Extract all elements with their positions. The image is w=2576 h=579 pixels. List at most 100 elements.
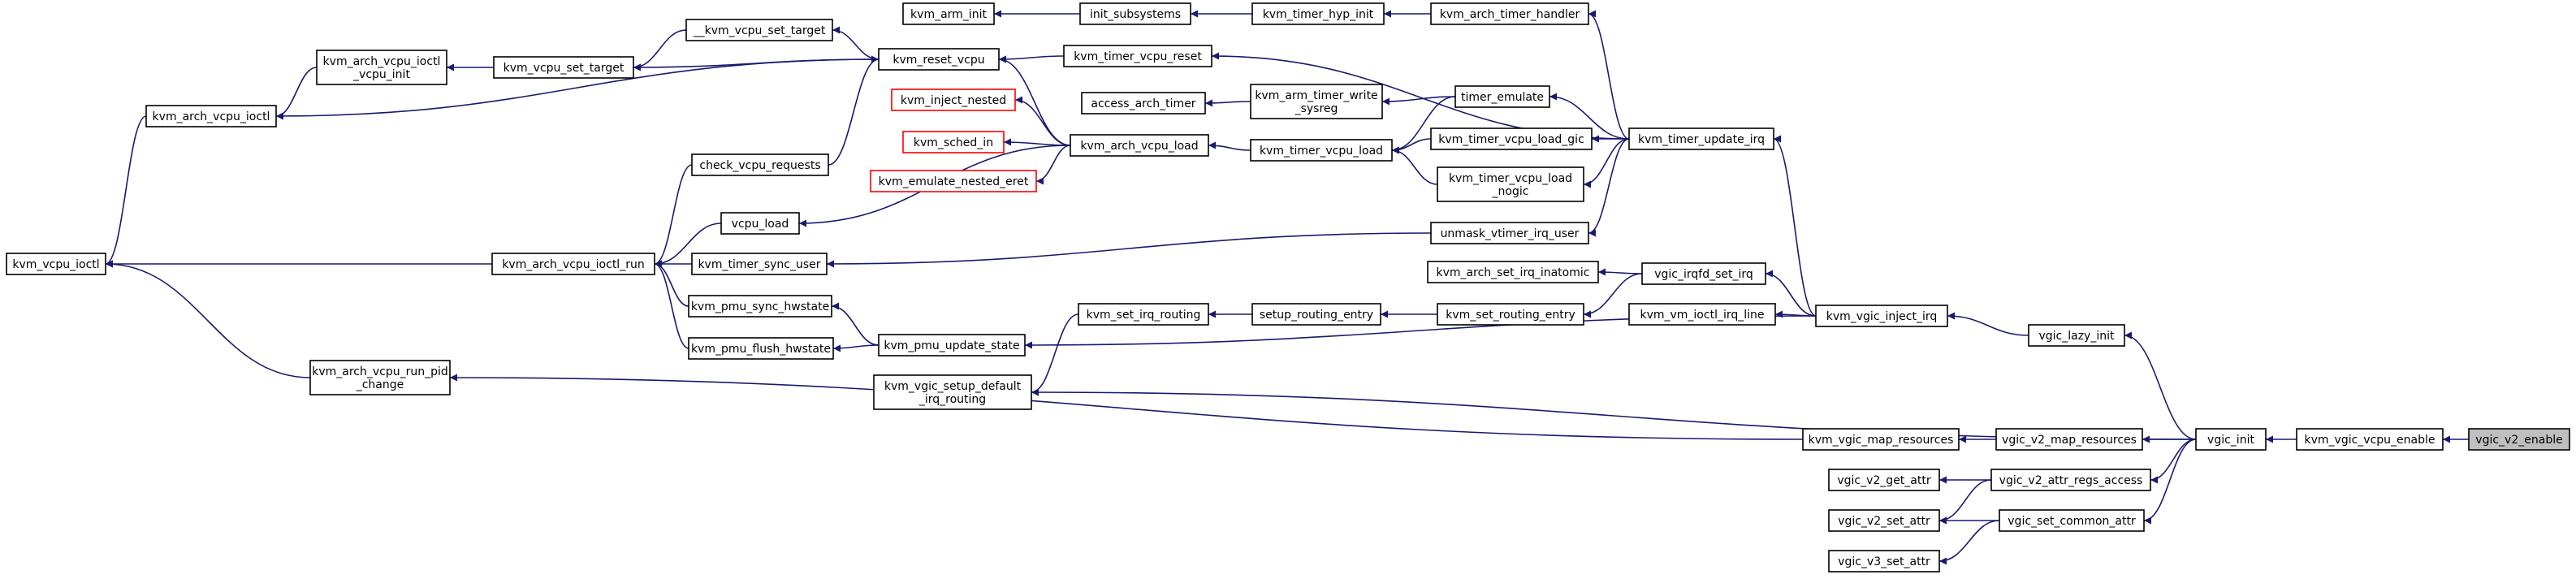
- node-kvm-vcpu-set-target[interactable]: kvm_vcpu_set_target: [493, 56, 634, 79]
- node-box: [316, 50, 447, 85]
- node-label: kvm_vcpu_set_target: [504, 62, 625, 75]
- node-label: kvm_timer_vcpu_load_gic: [1438, 133, 1584, 146]
- node-kvm-set-irq-routing[interactable]: kvm_set_irq_routing: [1078, 303, 1209, 326]
- node-box: [891, 89, 1016, 111]
- node-kvm-timer-update-irq[interactable]: kvm_timer_update_irq: [1628, 127, 1774, 150]
- edge-vgic-v2-attr-regs-access-to-vgic-v2-set-attr: [1938, 479, 1992, 525]
- node-kvm-arch-vcpu-load[interactable]: kvm_arch_vcpu_load: [1070, 134, 1209, 157]
- edge-arrow: [1765, 270, 1817, 317]
- node-access-arch-timer[interactable]: access_arch_timer: [1081, 92, 1206, 115]
- node-box: [145, 105, 277, 127]
- node-box: [1828, 469, 1940, 491]
- node-box: [1251, 303, 1381, 326]
- edge-kvm-timer-update-irq-to-kvm-arch-timer-handler: [1588, 10, 1630, 140]
- node-layer: kvm_vcpu_ioctl kvm_arch_vcpu_ioctl kvm_arc…: [6, 2, 2570, 573]
- edge-arrow: [1583, 273, 1643, 318]
- node-kvm-reset-vcpu[interactable]: kvm_reset_vcpu: [878, 48, 1000, 71]
- node-label: kvm_vgic_vcpu_enable: [2305, 434, 2436, 447]
- node-kvm-timer-vcpu-load[interactable]: kvm_timer_vcpu_load: [1250, 139, 1393, 162]
- node-setup-routing-entry[interactable]: setup_routing_entry: [1251, 303, 1381, 326]
- node-label: kvm_pmu_sync_hwstate: [691, 300, 829, 313]
- edge-vgic-set-common-attr-to-vgic-v3-set-attr: [1938, 520, 2000, 565]
- node-kvm-sched-in[interactable]: kvm_sched_in: [902, 131, 1005, 153]
- node-label: _irq_routing: [918, 393, 986, 406]
- node-vgic-v2-enable: vgic_v2_enable: [2468, 428, 2570, 451]
- node-check-vcpu-requests[interactable]: check_vcpu_requests: [691, 153, 829, 176]
- node-label: kvm_set_irq_routing: [1087, 309, 1201, 322]
- edge-layer: [105, 10, 2470, 565]
- node-box: [1437, 166, 1584, 202]
- edge-arrow: [831, 302, 880, 346]
- node-label: _sysreg: [1294, 102, 1338, 115]
- node-kvm-arm-timer-write-sysreg[interactable]: kvm_arm_timer_write_sysreg: [1250, 84, 1383, 119]
- node-label: kvm_arch_vcpu_run_pid: [312, 365, 448, 378]
- node-label: __kvm_vcpu_set_target: [693, 24, 826, 37]
- node-kvm-vcpu-ioctl[interactable]: kvm_vcpu_ioctl: [6, 253, 106, 275]
- node-kvm-timer-hyp-init[interactable]: kvm_timer_hyp_init: [1251, 2, 1385, 25]
- node-kvm-vgic-map-resources[interactable]: kvm_vgic_map_resources: [1802, 428, 1960, 451]
- node-kvm-arch-vcpu-run-pid-change[interactable]: kvm_arch_vcpu_run_pid_change: [309, 360, 451, 395]
- node-kvm-vgic-setup-default-irq-routing[interactable]: kvm_vgic_setup_default_irq_routing: [873, 374, 1032, 410]
- edge-kvm-timer-vcpu-load-to-kvm-arch-vcpu-load: [1208, 141, 1251, 151]
- node-kvm-arm-init[interactable]: kvm_arm_init: [902, 2, 995, 25]
- node-label: init_subsystems: [1090, 8, 1181, 21]
- node-kvm-timer-vcpu-load-gic[interactable]: kvm_timer_vcpu_load_gic: [1430, 127, 1593, 150]
- node-kvm-pmu-flush-hwstate[interactable]: kvm_pmu_flush_hwstate: [688, 337, 834, 360]
- edge-vgic-irqfd-set-irq-to-kvm-arch-set-irq-inatomic: [1597, 268, 1643, 276]
- edge-arrow: [832, 26, 880, 60]
- node-box: [1427, 261, 1599, 283]
- node-box: [2296, 428, 2444, 451]
- node-vgic-init[interactable]: vgic_init: [2195, 428, 2267, 451]
- edge-kvm-arch-vcpu-ioctl-to-kvm-vcpu-ioctl: [105, 115, 147, 268]
- edge-kvm-vcpu-set-target-to-kvm-vcpu-set-target: [633, 29, 687, 71]
- node-vgic-set-common-attr[interactable]: vgic_set_common_attr: [1999, 509, 2145, 532]
- node-kvm-vgic-vcpu-enable[interactable]: kvm_vgic_vcpu_enable: [2296, 428, 2444, 451]
- node-vgic-v2-attr-regs-access[interactable]: vgic_v2_attr_regs_access: [1990, 469, 2151, 491]
- node-kvm-arch-vcpu-ioctl-run[interactable]: kvm_arch_vcpu_ioctl_run: [491, 253, 655, 275]
- node-vgic-lazy-init[interactable]: vgic_lazy_init: [2028, 324, 2125, 347]
- node-box: [1250, 139, 1393, 162]
- node-kvm-inject-nested[interactable]: kvm_inject_nested: [891, 89, 1016, 111]
- edge-arrow: [1549, 93, 1630, 140]
- edge-kvm-timer-update-irq-to-unmask-vtimer-irq-user: [1588, 138, 1630, 237]
- node-label: kvm_emulate_nested_eret: [879, 175, 1029, 188]
- node-box: [2468, 428, 2570, 451]
- node-timer-emulate[interactable]: timer_emulate: [1454, 85, 1550, 108]
- node-kvm-vgic-inject-irq[interactable]: kvm_vgic_inject_irq: [1815, 305, 1948, 327]
- node-kvm-arch-set-irq-inatomic[interactable]: kvm_arch_set_irq_inatomic: [1427, 261, 1599, 283]
- edge-arrow: [1031, 388, 2197, 440]
- node-box: [6, 253, 106, 275]
- node-kvm-emulate-nested-eret[interactable]: kvm_emulate_nested_eret: [870, 170, 1037, 192]
- node-kvm-timer-vcpu-reset[interactable]: kvm_timer_vcpu_reset: [1063, 45, 1212, 67]
- node-kvm-arch-timer-handler[interactable]: kvm_arch_timer_handler: [1430, 2, 1589, 25]
- node-label: vgic_v2_get_attr: [1837, 474, 1930, 487]
- node-kvm-timer-sync-user[interactable]: kvm_timer_sync_user: [691, 253, 828, 275]
- node-box: [1802, 428, 1960, 451]
- node-label: timer_emulate: [1461, 91, 1544, 104]
- node-label: kvm_pmu_flush_hwstate: [691, 343, 831, 356]
- node-vgic-v2-map-resources[interactable]: vgic_v2_map_resources: [1995, 428, 2143, 451]
- edge-kvm-timer-vcpu-reset-to-kvm-reset-vcpu: [998, 55, 1065, 63]
- node-label: kvm_timer_update_irq: [1638, 133, 1765, 146]
- node-kvm-vm-ioctl-irq-line[interactable]: kvm_vm_ioctl_irq_line: [1628, 303, 1776, 326]
- node-kvm-pmu-update-state[interactable]: kvm_pmu_update_state: [878, 334, 1026, 356]
- node-kvm-timer-vcpu-load-nogic[interactable]: kvm_timer_vcpu_load_nogic: [1437, 166, 1584, 202]
- node-vgic-v2-set-attr[interactable]: vgic_v2_set_attr: [1828, 509, 1940, 532]
- node-kvm-arch-vcpu-ioctl[interactable]: kvm_arch_vcpu_ioctl: [145, 105, 277, 127]
- node-vcpu-load[interactable]: vcpu_load: [720, 212, 800, 235]
- node-kvm-arch-vcpu-ioctl-vcpu-init[interactable]: kvm_arch_vcpu_ioctl_vcpu_init: [316, 50, 447, 85]
- node-kvm-vcpu-set-target[interactable]: __kvm_vcpu_set_target: [685, 19, 833, 41]
- node-label: vgic_irqfd_set_irq: [1654, 268, 1753, 281]
- node-kvm-pmu-sync-hwstate[interactable]: kvm_pmu_sync_hwstate: [688, 295, 832, 318]
- node-label: kvm_timer_hyp_init: [1263, 8, 1374, 21]
- node-label: kvm_vgic_map_resources: [1809, 434, 1954, 447]
- edge-kvm-arch-vcpu-ioctl-vcpu-init-to-kvm-arch-vcpu-ioctl: [275, 67, 318, 120]
- node-vgic-v3-set-attr[interactable]: vgic_v3_set_attr: [1828, 550, 1940, 573]
- node-init-subsystems[interactable]: init_subsystems: [1079, 2, 1191, 25]
- node-vgic-irqfd-set-irq[interactable]: vgic_irqfd_set_irq: [1641, 262, 1766, 285]
- edge-kvm-set-irq-routing-to-kvm-vgic-setup-default-irq-routing: [1031, 313, 1079, 396]
- node-kvm-set-routing-entry[interactable]: kvm_set_routing_entry: [1437, 303, 1584, 326]
- node-vgic-v2-get-attr[interactable]: vgic_v2_get_attr: [1828, 469, 1940, 491]
- node-unmask-vtimer-irq-user[interactable]: unmask_vtimer_irq_user: [1430, 222, 1589, 244]
- edge-vgic-lazy-init-to-kvm-vgic-inject-irq: [1947, 312, 2029, 336]
